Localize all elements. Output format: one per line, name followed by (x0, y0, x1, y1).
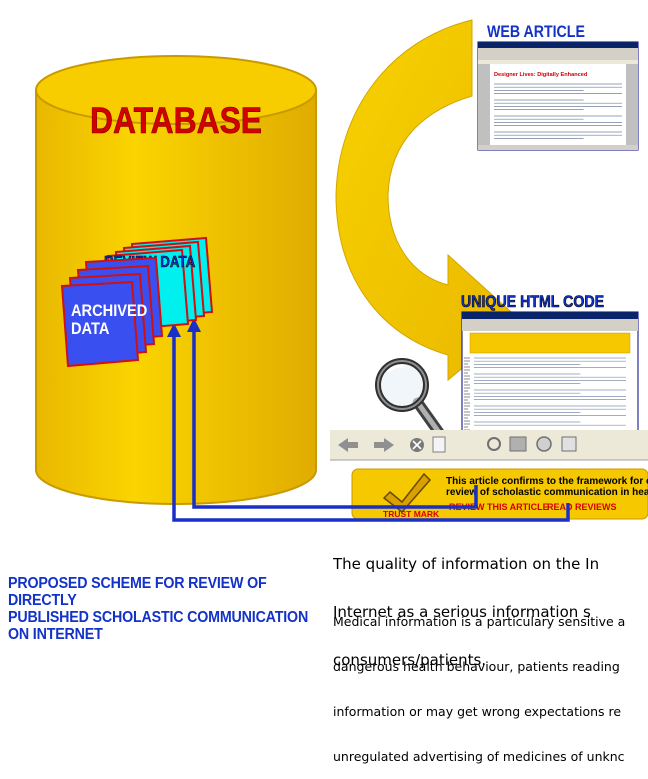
trust-bar-text-1: This article confirms to the framework f… (446, 476, 648, 487)
feedback-connector (172, 330, 570, 522)
trust-mark-label: TRUST MARK (383, 509, 440, 519)
medical-line-2: dangerous health behaviour, patients rea… (333, 659, 620, 674)
read-reviews-link[interactable]: READ REVIEWS (547, 502, 617, 512)
trust-bar-text-2: review of scholastic communication in he… (446, 487, 648, 498)
refresh-icon[interactable] (432, 436, 446, 453)
quality-line-1: The quality of information on the In (333, 555, 600, 573)
review-this-article-link[interactable]: REVIEW THIS ARTICLE (449, 502, 549, 512)
web-article-label: WEB ARTICLE (487, 23, 585, 41)
caption-line-2: PUBLISHED SCHOLASTIC COMMUNICATION (8, 609, 309, 626)
web-article-heading: Designer Lives: Digitally Enhanced (494, 72, 588, 78)
connector-arrowhead-2 (167, 323, 181, 337)
scheme-diagram: DATABASE Designer Lives: Digitally Enhan… (35, 19, 648, 522)
browser-toolbar (330, 430, 648, 461)
back-arrow-icon[interactable] (338, 438, 358, 452)
trust-checkmark-icon (382, 472, 432, 514)
favorites-icon[interactable] (509, 436, 527, 452)
history-icon[interactable] (536, 436, 552, 452)
stop-icon[interactable] (410, 438, 424, 452)
flow-arrow (335, 19, 521, 382)
unique-html-label: UNIQUE HTML CODE (461, 293, 604, 311)
search-icon[interactable] (487, 437, 501, 451)
quality-line-2: Internet as a serious information s (333, 603, 591, 621)
scheme-caption: PROPOSED SCHEME FOR REVIEW OF DIRECTLY P… (8, 575, 312, 643)
html-code-thumbnail (461, 311, 639, 443)
web-article-thumbnail: Designer Lives: Digitally Enhanced (477, 41, 639, 151)
caption-line-3: ON INTERNET (8, 626, 103, 643)
connector-arrowhead-1 (187, 318, 201, 332)
medical-line-4: unregulated advertising of medicines of … (333, 749, 625, 764)
archived-data-stack (60, 256, 164, 368)
medical-line-3: information or may get wrong expectation… (333, 704, 622, 719)
print-icon[interactable] (561, 436, 577, 452)
database-label: DATABASE (90, 101, 262, 142)
archived-data-label-1: ARCHIVED (71, 302, 147, 320)
article-medical-text: Medical information is a particulary sen… (333, 584, 648, 779)
archived-data-label-2: DATA (71, 320, 110, 338)
medical-line-1: Medical information is a particulary sen… (333, 614, 626, 629)
forward-arrow-icon[interactable] (374, 438, 394, 452)
caption-line-1: PROPOSED SCHEME FOR REVIEW OF DIRECTLY (8, 575, 267, 609)
